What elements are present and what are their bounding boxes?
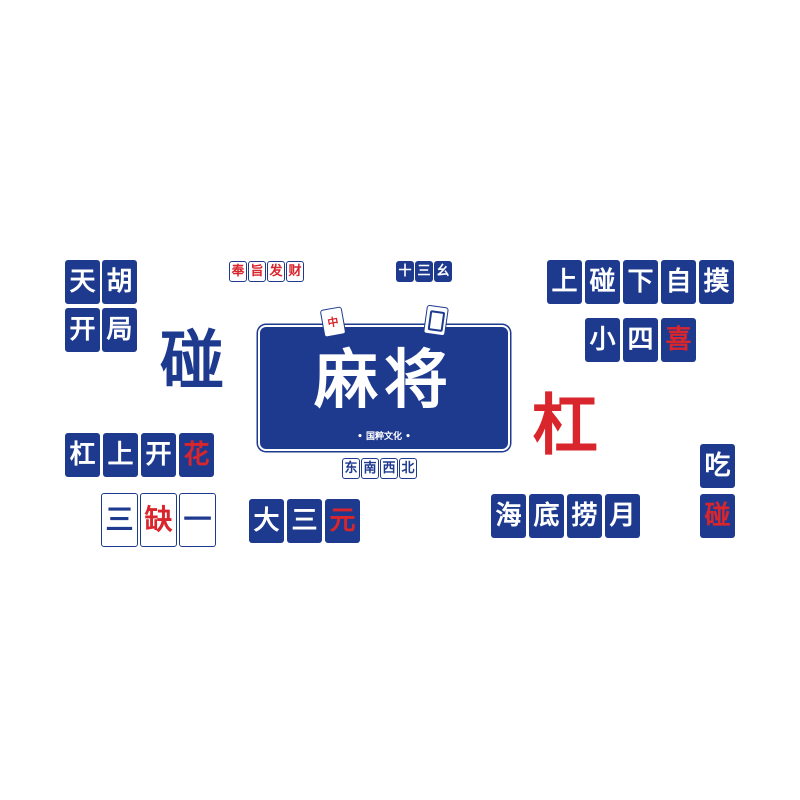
tile-hu: 胡	[102, 260, 137, 304]
tile-mo: 摸	[699, 260, 734, 304]
tile-kai: 开	[65, 308, 100, 352]
blank-tile-frame-icon	[427, 309, 445, 332]
tile-gang: 杠	[65, 433, 100, 477]
tile-zi: 自	[661, 260, 696, 304]
tile-xia: 下	[623, 260, 658, 304]
tile-shang2: 上	[103, 433, 138, 477]
mahjong-sign: 麻将 • 国粹文化 •	[258, 325, 510, 451]
peng-large-text: 碰	[160, 325, 224, 399]
tile-xiao: 小	[585, 318, 620, 362]
tile-di: 底	[529, 494, 564, 538]
tile-yuan: 元	[325, 499, 360, 543]
tile-hai: 海	[491, 494, 526, 538]
sign-pin-blank	[423, 304, 449, 337]
tile-san3: 三	[287, 499, 322, 543]
tile-dong: 东	[342, 458, 360, 479]
tile-san: 三	[415, 261, 433, 282]
tile-shang: 上	[547, 260, 582, 304]
gang-large-text: 杠	[532, 387, 598, 464]
tile-tian: 天	[65, 260, 100, 304]
tile-xi2: 西	[380, 458, 398, 479]
tile-shi: 十	[396, 261, 414, 282]
tile-chi: 吃	[700, 444, 735, 488]
tile-peng2: 碰	[700, 494, 735, 538]
tile-hua: 花	[179, 433, 214, 477]
tile-yi: 一	[179, 493, 216, 547]
tile-peng: 碰	[585, 260, 620, 304]
tile-bei: 北	[399, 458, 417, 479]
tile-cai: 财	[286, 261, 304, 282]
tile-que: 缺	[140, 493, 177, 547]
tile-ju: 局	[102, 308, 137, 352]
tile-nan: 南	[361, 458, 379, 479]
tile-kai2: 开	[141, 433, 176, 477]
tile-zhi: 旨	[248, 261, 266, 282]
tile-feng: 奉	[229, 261, 247, 282]
tile-si: 四	[623, 318, 658, 362]
tile-fa: 发	[267, 261, 285, 282]
sign-title: 麻将	[314, 344, 454, 418]
tile-yao: 幺	[434, 261, 452, 282]
tile-lao: 捞	[567, 494, 602, 538]
sign-pin-zhong: 中	[319, 306, 347, 338]
tile-yue: 月	[605, 494, 640, 538]
tile-san2: 三	[101, 493, 138, 547]
tile-da: 大	[249, 499, 284, 543]
tile-xi: 喜	[661, 318, 696, 362]
sign-subtitle: • 国粹文化 •	[357, 432, 411, 442]
